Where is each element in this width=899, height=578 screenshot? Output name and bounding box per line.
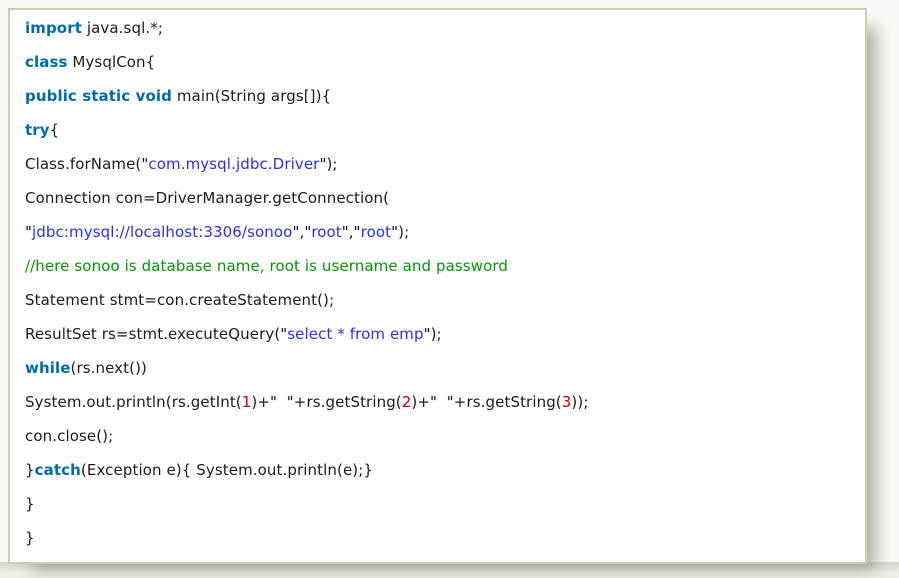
code-line: public static void main(String args[]){ (25, 79, 851, 113)
code-token-quote: " (353, 223, 361, 241)
code-token-quote: " (319, 155, 327, 173)
code-token-string (437, 393, 447, 411)
code-token-plain: main(String args[]){ (171, 87, 332, 105)
code-token-plain: System.out.println(rs.getInt( (25, 393, 242, 411)
code-token-number: 3 (561, 393, 572, 411)
code-block: import java.sql.*;class MysqlCon{public … (8, 8, 867, 564)
code-token-string (277, 393, 287, 411)
code-token-plain: MysqlCon{ (67, 53, 156, 71)
code-line: Class.forName("com.mysql.jdbc.Driver"); (25, 147, 851, 181)
code-token-keyword: while (25, 359, 71, 377)
code-token-plain: , (348, 223, 354, 241)
code-line: try{ (25, 113, 851, 147)
code-token-plain: Class.forName( (25, 155, 142, 173)
code-token-string: root (311, 223, 342, 241)
code-token-plain: { (49, 121, 60, 139)
code-token-quote: " (25, 223, 32, 241)
code-token-plain: )+ (411, 393, 431, 411)
code-token-plain: Statement stmt=con.createStatement(); (25, 291, 335, 309)
code-token-string: root (360, 223, 392, 241)
code-token-keyword: catch (34, 461, 81, 479)
page-background-strip (0, 562, 899, 578)
code-token-plain: } (25, 529, 35, 547)
code-token-number: 2 (401, 393, 412, 411)
code-line: Statement stmt=con.createStatement(); (25, 283, 851, 317)
code-token-keyword: public static void (25, 87, 172, 105)
code-token-keyword: import (25, 19, 82, 37)
code-token-plain: )); (571, 393, 589, 411)
code-token-plain: java.sql.*; (81, 19, 163, 37)
code-token-plain: (rs.next()) (70, 359, 147, 377)
code-token-quote: " (423, 325, 431, 343)
code-line: con.close(); (25, 419, 851, 453)
code-token-quote: " (286, 393, 294, 411)
code-line: "jdbc:mysql://localhost:3306/sonoo","roo… (25, 215, 851, 249)
code-token-string: jdbc:mysql://localhost:3306/sonoo (32, 223, 293, 241)
code-token-string: com.mysql.jdbc.Driver (148, 155, 320, 173)
code-token-plain: ); (326, 155, 338, 173)
code-line: } (25, 487, 851, 521)
code-token-plain: )+ (251, 393, 271, 411)
code-token-plain: ); (398, 223, 410, 241)
code-token-number: 1 (241, 393, 252, 411)
code-token-plain: +rs.getString( (453, 393, 562, 411)
code-token-plain: , (299, 223, 305, 241)
code-line: Connection con=DriverManager.getConnecti… (25, 181, 851, 215)
code-token-quote: " (341, 223, 349, 241)
code-token-plain: Connection con=DriverManager.getConnecti… (25, 189, 390, 207)
code-token-keyword: class (25, 53, 68, 71)
code-token-plain: ResultSet rs=stmt.executeQuery( (25, 325, 281, 343)
code-token-keyword: try (25, 121, 50, 139)
code-token-plain: +rs.getString( (293, 393, 402, 411)
code-token-quote: " (280, 325, 288, 343)
code-line: } (25, 521, 851, 555)
code-token-quote: " (292, 223, 300, 241)
code-token-string: select * from emp (287, 325, 424, 343)
code-token-plain: } (25, 495, 35, 513)
code-token-plain: con.close(); (25, 427, 114, 445)
code-token-quote: " (304, 223, 312, 241)
code-token-plain: ); (430, 325, 442, 343)
code-token-plain: } (25, 461, 35, 479)
code-line: //here sonoo is database name, root is u… (25, 249, 851, 283)
code-token-plain: (Exception e){ System.out.println(e);} (80, 461, 374, 479)
code-token-comment: //here sonoo is database name, root is u… (25, 257, 508, 275)
code-line: import java.sql.*; (25, 11, 851, 45)
code-token-quote: " (446, 393, 454, 411)
code-token-quote: " (391, 223, 399, 241)
code-line: ResultSet rs=stmt.executeQuery("select *… (25, 317, 851, 351)
code-token-quote: " (270, 393, 278, 411)
code-line: System.out.println(rs.getInt(1)+" "+rs.g… (25, 385, 851, 419)
code-token-quote: " (430, 393, 438, 411)
code-line: class MysqlCon{ (25, 45, 851, 79)
code-lines: import java.sql.*;class MysqlCon{public … (25, 11, 851, 555)
code-token-quote: " (141, 155, 149, 173)
code-line: while(rs.next()) (25, 351, 851, 385)
code-line: }catch(Exception e){ System.out.println(… (25, 453, 851, 487)
